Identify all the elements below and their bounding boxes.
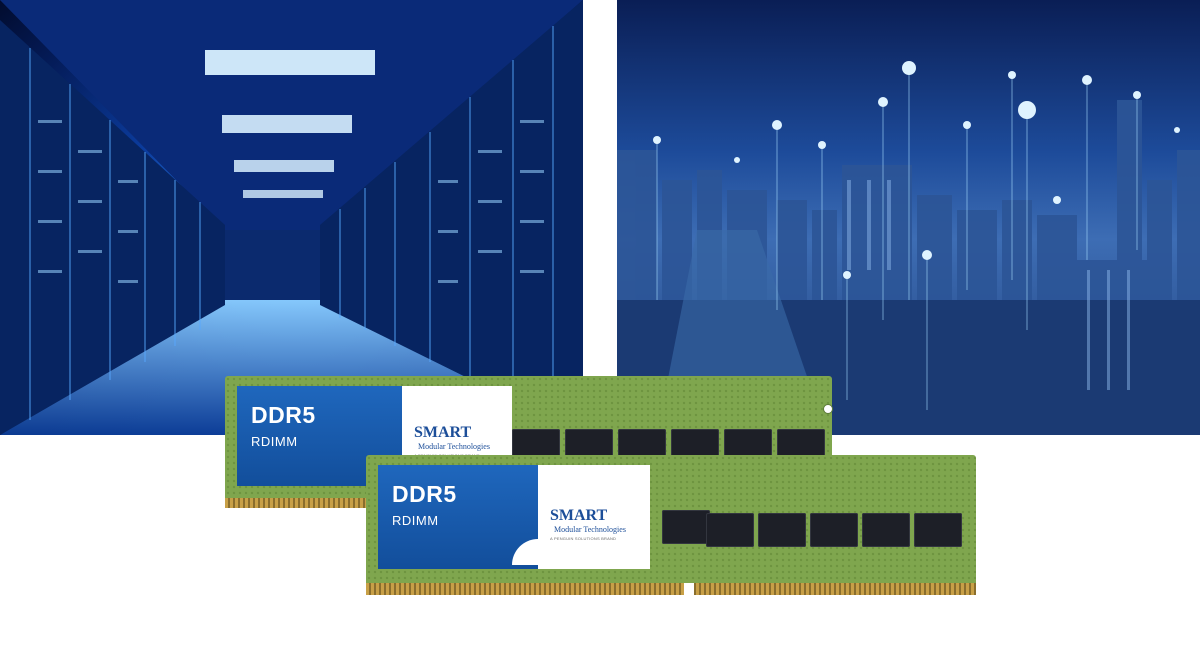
data-center-photo [0, 0, 583, 435]
gold-contacts [366, 583, 976, 595]
logo-tagline: A PENGUIN SOLUTIONS BRAND [550, 536, 617, 541]
key-notch [684, 583, 694, 595]
city-network-photo [617, 0, 1200, 435]
server-aisle-illustration [0, 0, 583, 435]
city-skyline-illustration [617, 61, 1200, 435]
dram-chip [862, 513, 910, 547]
logo-brand: SMART [414, 424, 472, 441]
module-label-white: SMART Modular Technologies A PENGUIN SOL… [512, 465, 650, 569]
logo-sub: Modular Technologies [554, 525, 626, 534]
dram-chip [706, 513, 754, 547]
smart-logo: SMART Modular Technologies A PENGUIN SOL… [550, 507, 640, 541]
module-label-blue: DDR5 RDIMM [378, 465, 538, 569]
dram-chip [662, 510, 710, 544]
logo-brand: SMART [550, 507, 608, 524]
dram-chip [810, 513, 858, 547]
logo-sub: Modular Technologies [418, 442, 490, 451]
ddr5-rdimm-module-front: DDR5 RDIMM SMART Modular Technologies A … [366, 455, 976, 595]
module-type: DDR5 [251, 402, 316, 428]
module-type: DDR5 [392, 481, 457, 507]
smart-logo: SMART Modular Technologies A PENGUIN SOL… [414, 424, 504, 458]
module-form: RDIMM [251, 434, 298, 449]
mount-hole [823, 404, 833, 414]
dram-chip [914, 513, 962, 547]
module-form: RDIMM [392, 513, 439, 528]
dram-chip [758, 513, 806, 547]
